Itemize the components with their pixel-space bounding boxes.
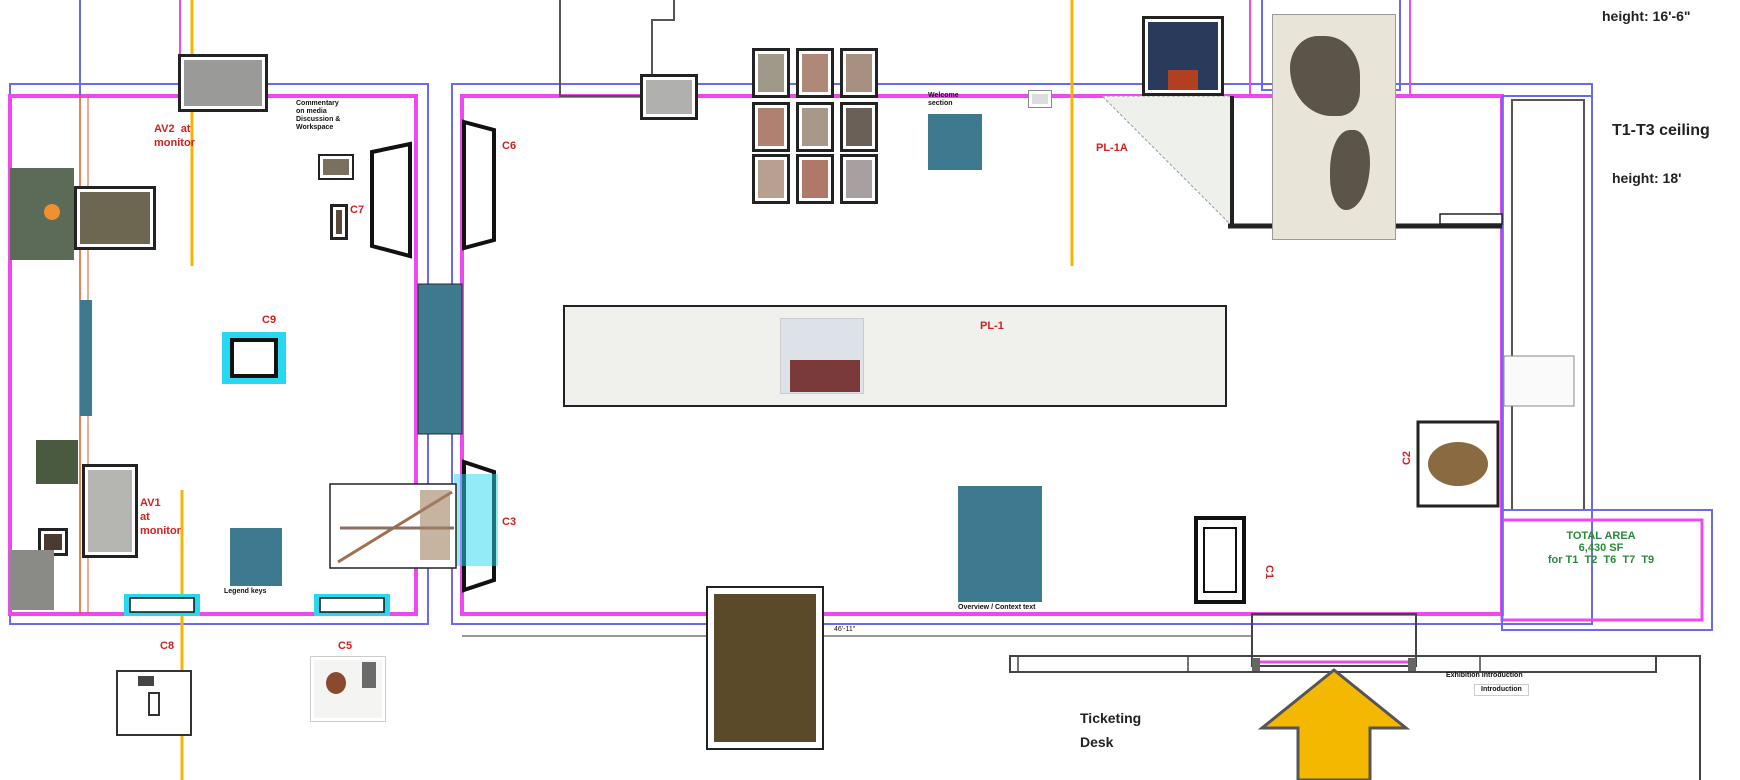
label-commentary: Commentary on media Discussion & Workspa…	[296, 100, 341, 131]
top-passage-mid	[559, 0, 640, 97]
artwork-green-poster	[10, 168, 74, 260]
label-dimension: 46'-11"	[834, 626, 856, 633]
artwork-left-bottom	[10, 550, 54, 610]
corridor-small-panel	[1503, 355, 1575, 407]
label-ceiling: T1-T3 ceiling	[1612, 122, 1710, 139]
c8-item	[138, 676, 154, 686]
entrance-opening	[1251, 613, 1417, 667]
label-introduction: Introduction	[1474, 684, 1529, 696]
print-grid-9	[840, 154, 878, 204]
print-grid-3	[840, 48, 878, 98]
doorway-panel-center	[417, 283, 463, 435]
welcome-panel	[928, 114, 982, 170]
artwork-painting-bottom	[706, 586, 824, 750]
pl1-photo-floor	[790, 360, 860, 392]
print-grid-1	[752, 48, 790, 98]
artwork-small-c7	[330, 204, 348, 240]
label-c5: C5	[338, 640, 353, 652]
label-height-18: height: 18'	[1612, 170, 1682, 186]
label-total-area: TOTAL AREA 6,430 SF for T1 T2 T6 T7 T9	[1547, 530, 1655, 566]
artwork-top-left	[178, 54, 268, 112]
label-c2: C2	[1401, 450, 1414, 466]
label-height-top: height: 16'-6"	[1602, 8, 1691, 24]
label-pl1: PL-1	[980, 320, 1004, 332]
label-c3: C3	[502, 516, 517, 528]
label-av2: AV2 at monitor	[154, 123, 195, 149]
label-exhibition: Exhibition introduction	[1446, 672, 1523, 679]
label-legend-small: Legend keys	[224, 588, 267, 595]
dark-artwork-object	[1168, 70, 1198, 90]
c5-item	[362, 662, 376, 688]
case-c6-frame	[462, 119, 496, 251]
platform-pl1	[563, 305, 1227, 407]
left-room-text-panel	[230, 528, 282, 586]
label-av1: AV1 at monitor	[140, 497, 181, 537]
artwork-monitor-av1	[82, 464, 138, 558]
print-grid-6	[840, 102, 878, 152]
right-corridor-wall	[1501, 95, 1593, 521]
label-c6: C6	[502, 140, 517, 152]
c8-item-2	[148, 692, 160, 716]
label-c7: C7	[350, 204, 365, 216]
label-c9: C9	[262, 314, 277, 326]
artwork-commentary	[318, 154, 354, 180]
print-grid-2	[796, 48, 834, 98]
artwork-tapestry	[74, 186, 156, 250]
label-c8: C8	[160, 640, 175, 652]
label-welcome: Welcome section	[928, 92, 959, 107]
artwork-small-green	[36, 440, 78, 484]
label-overview: Overview / Context text	[958, 604, 1036, 611]
poster-dot	[44, 204, 60, 220]
doorway-panel-left	[80, 300, 92, 416]
lobby-wall	[1656, 655, 1701, 780]
overview-panel	[958, 486, 1042, 602]
print-grid-5	[796, 102, 834, 152]
label-ticketing: Ticketing Desk	[1080, 710, 1142, 750]
label-pl1a: PL-1A	[1096, 142, 1128, 154]
small-wall-box	[1028, 90, 1052, 108]
print-grid-4	[752, 102, 790, 152]
print-grid-7	[752, 154, 790, 204]
label-c1: C1	[1263, 564, 1276, 580]
c5-vessel	[326, 672, 346, 694]
artwork-top-monitor	[640, 74, 698, 120]
triangular-wall-wedge	[1100, 95, 1233, 228]
print-grid-8	[796, 154, 834, 204]
case-c7-frame	[370, 141, 412, 259]
artwork-c8-frame	[116, 670, 192, 736]
entrance-arrow-icon	[1257, 668, 1411, 780]
artwork-small-dark	[38, 528, 68, 556]
